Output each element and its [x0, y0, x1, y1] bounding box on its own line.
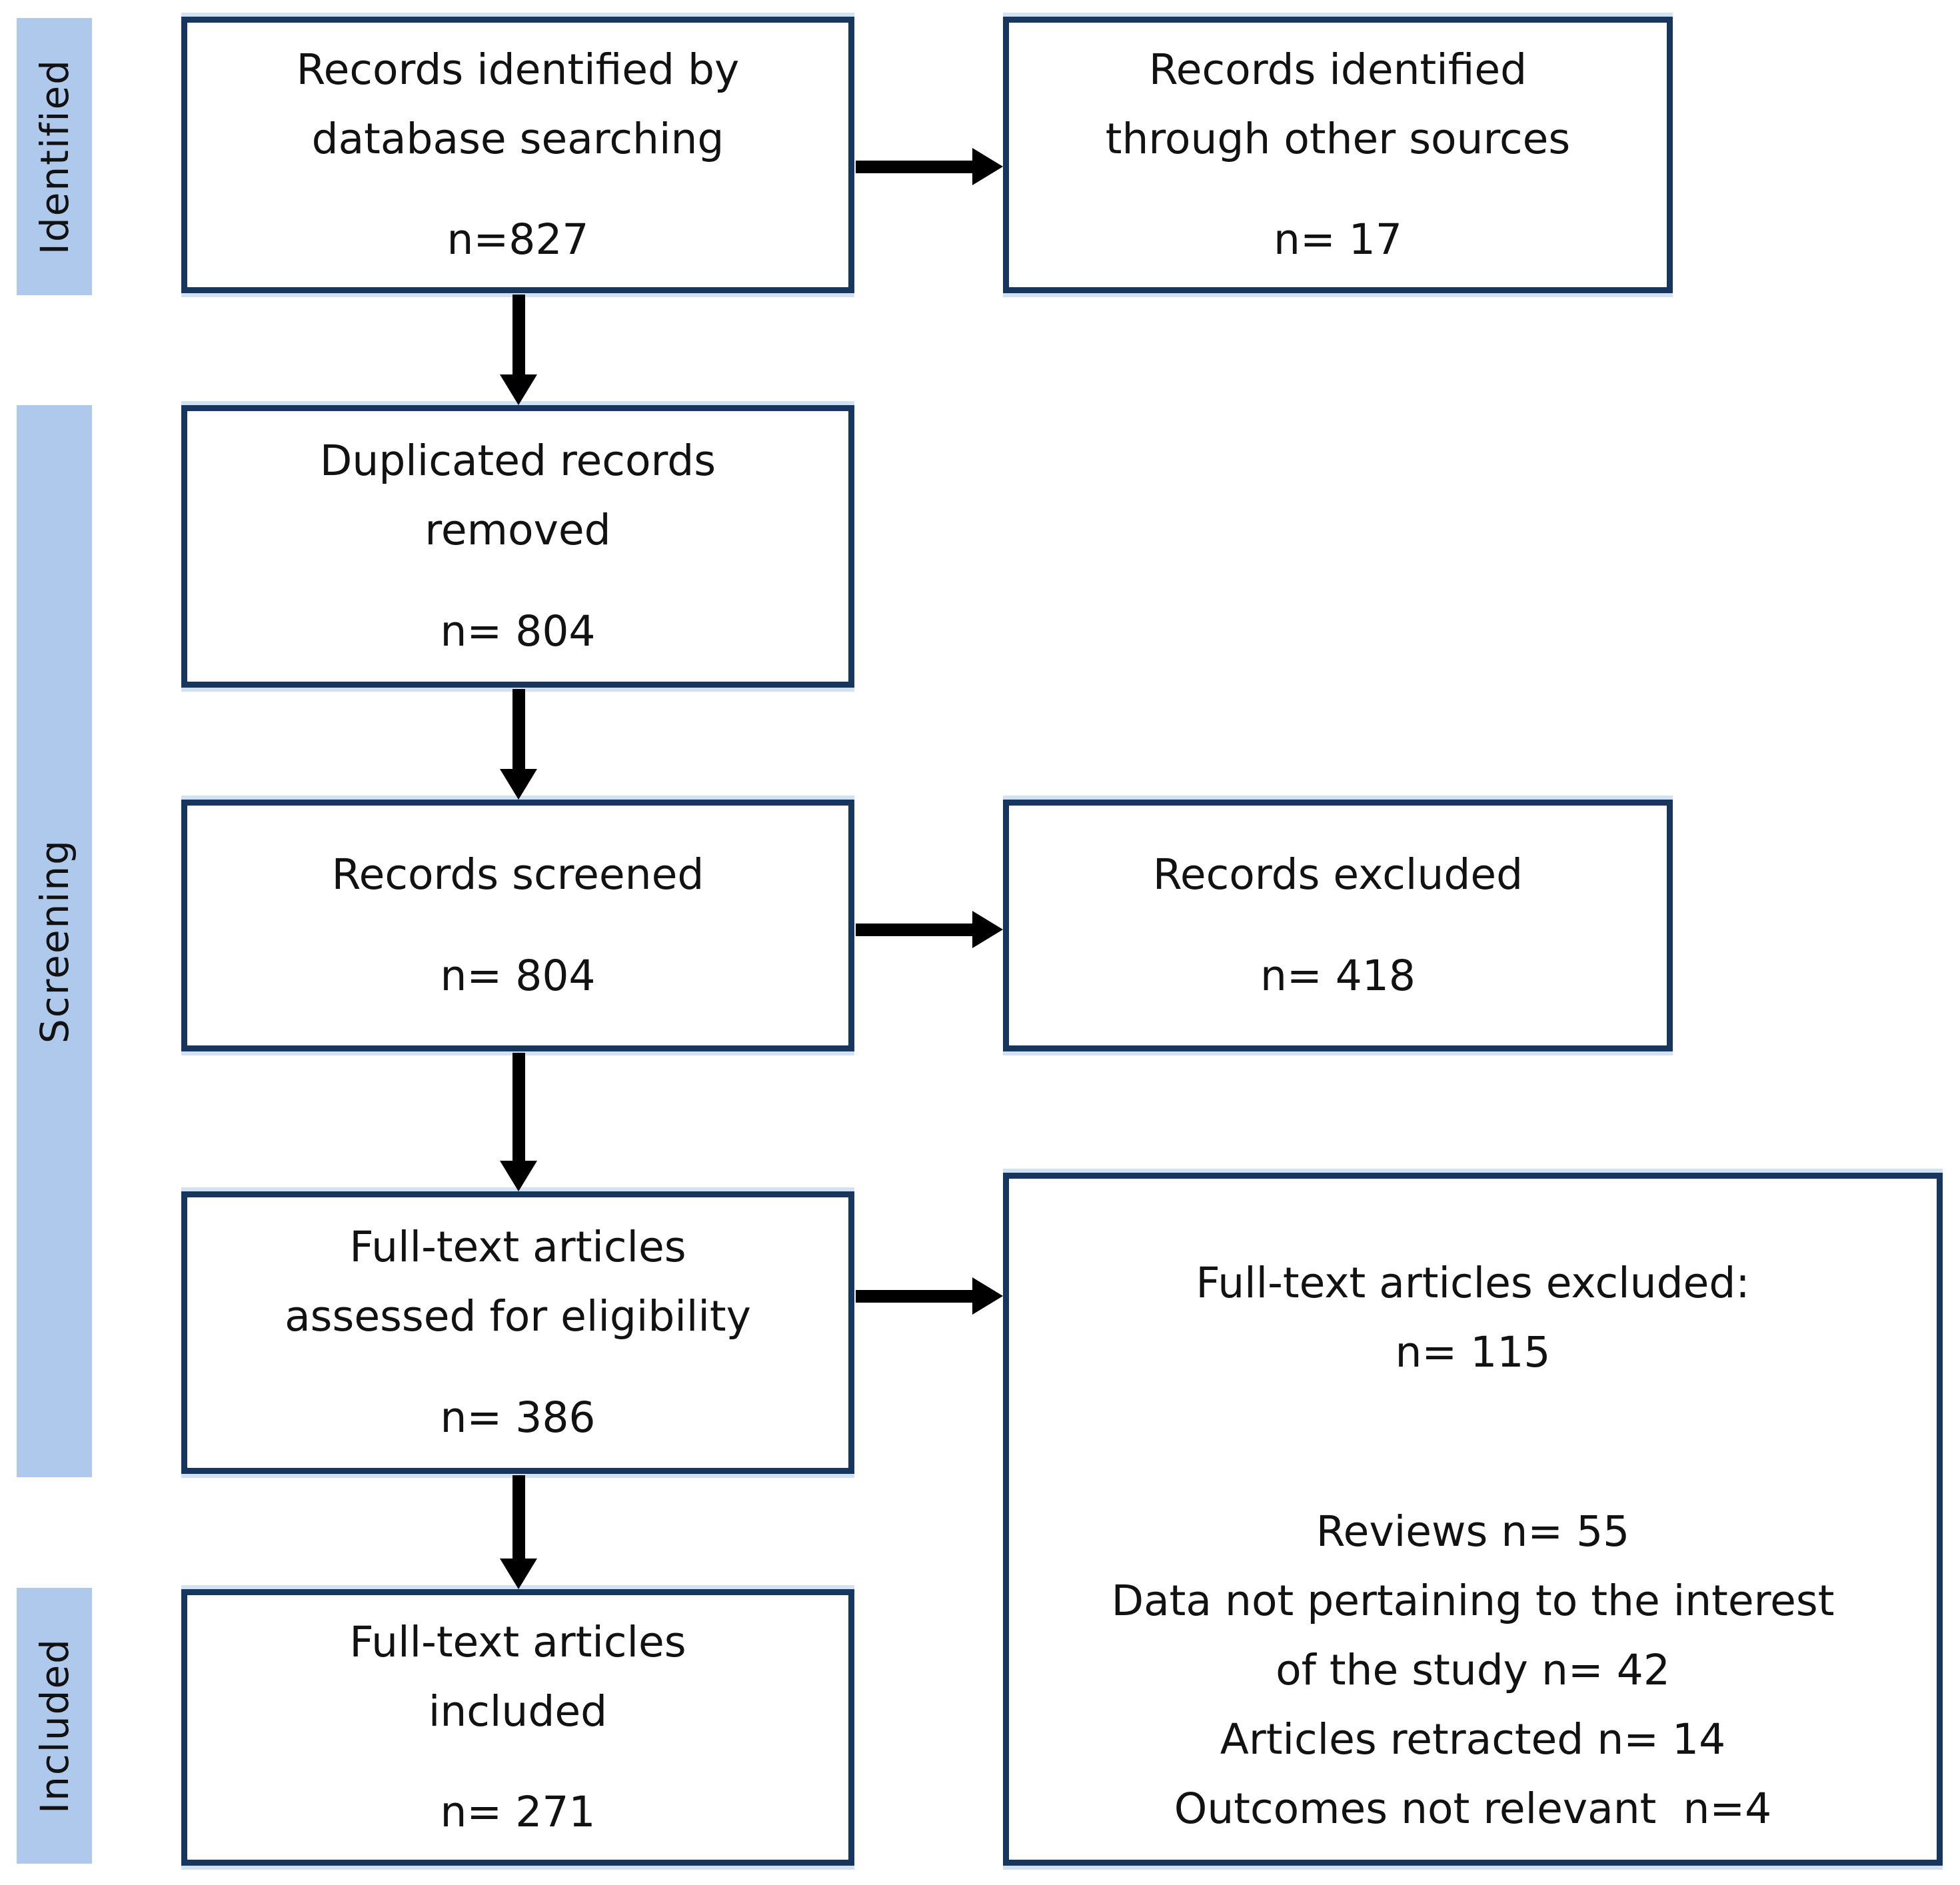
arrow-down-screened-to-assessed [500, 1053, 537, 1191]
arrow-down-identified-to-duplicates [500, 295, 537, 405]
arrow-shaft [856, 160, 972, 173]
title-line: Records excluded [1152, 850, 1523, 900]
arrow-right-database-to-other-sources [856, 148, 1003, 185]
phase-bar-included: Included [17, 1588, 92, 1864]
title-line: Duplicated records [319, 436, 716, 486]
box-records-screened: Records screened n= 804 [181, 800, 854, 1051]
title-line: included [428, 1686, 608, 1736]
box-records-other-sources-title: Records identified through other sources [1106, 35, 1570, 174]
arrow-right-assessed-to-excluded [856, 1277, 1003, 1315]
arrow-shaft [512, 295, 525, 374]
phase-label-screening: Screening [31, 838, 77, 1044]
arrow-head-down-icon [500, 374, 537, 405]
box-fulltext-included-title: Full-text articles included [349, 1608, 686, 1746]
title-line: Full-text articles [349, 1223, 686, 1272]
arrow-shaft [512, 1053, 525, 1161]
exclusion-reasons-list: Reviews n= 55 Data not pertaining to the… [1112, 1497, 1835, 1844]
count-label: n= 804 [440, 951, 596, 1000]
exclusion-reason: Reviews n= 55 [1316, 1507, 1630, 1556]
box-records-identified-database-title: Records identified by database searching [297, 35, 740, 174]
title-line: Records identified [1148, 45, 1527, 94]
title-line: database searching [311, 114, 724, 163]
title-line: removed [425, 506, 611, 555]
count-label: n= 418 [1260, 951, 1416, 1000]
exclusion-reason: Outcomes not relevant n=4 [1174, 1784, 1772, 1833]
arrow-head-down-icon [500, 1161, 537, 1191]
phase-bar-screening: Screening [17, 405, 92, 1477]
title-line: Full-text articles [349, 1617, 686, 1666]
arrow-down-duplicates-to-screened [500, 689, 537, 800]
phase-label-identified: Identified [31, 58, 77, 255]
arrow-head-right-icon [972, 911, 1003, 948]
arrow-right-screened-to-excluded [856, 911, 1003, 948]
exclusion-reason: Data not pertaining to the interest [1111, 1576, 1835, 1625]
arrow-shaft [512, 689, 525, 769]
box-fulltext-included: Full-text articles included n= 271 [181, 1589, 854, 1866]
phase-label-included: Included [31, 1638, 77, 1814]
exclusion-reason: Articles retracted n= 14 [1220, 1714, 1726, 1764]
exclusion-reason: of the study n= 42 [1276, 1645, 1670, 1694]
title-line: Records screened [331, 850, 704, 900]
arrow-head-down-icon [500, 769, 537, 800]
arrow-head-down-icon [500, 1559, 537, 1589]
arrow-head-right-icon [972, 148, 1003, 185]
title-line: Records identified by [296, 45, 740, 94]
box-records-other-sources: Records identified through other sources… [1003, 17, 1673, 293]
count-label: n= 17 [1274, 215, 1402, 265]
phase-bar-identified: Identified [17, 18, 92, 295]
box-fulltext-excluded-title: Full-text articles excluded: n= 115 [1196, 1249, 1749, 1387]
arrow-head-right-icon [972, 1277, 1003, 1315]
box-duplicates-removed: Duplicated records removed n= 804 [181, 405, 854, 688]
arrow-down-assessed-to-included [500, 1475, 537, 1589]
box-fulltext-assessed: Full-text articles assessed for eligibil… [181, 1191, 854, 1474]
title-line: Full-text articles excluded: [1196, 1259, 1750, 1307]
box-duplicates-removed-title: Duplicated records removed [320, 426, 716, 565]
arrow-shaft [856, 1289, 972, 1303]
count-label: n= 804 [440, 606, 596, 656]
title-line: assessed for eligibility [285, 1292, 751, 1341]
count-label: n= 386 [440, 1393, 596, 1442]
count-label: n=827 [447, 215, 589, 265]
box-records-screened-title: Records screened [332, 840, 704, 910]
count-label: n= 115 [1395, 1327, 1551, 1377]
box-fulltext-assessed-title: Full-text articles assessed for eligibil… [285, 1213, 751, 1351]
title-line: through other sources [1105, 114, 1571, 163]
box-records-identified-database: Records identified by database searching… [181, 17, 854, 293]
box-fulltext-excluded: Full-text articles excluded: n= 115 Revi… [1003, 1173, 1943, 1866]
arrow-shaft [512, 1475, 525, 1559]
box-records-excluded-title: Records excluded [1153, 840, 1523, 910]
count-label: n= 271 [440, 1788, 596, 1837]
arrow-shaft [856, 923, 972, 936]
box-records-excluded: Records excluded n= 418 [1003, 800, 1673, 1051]
